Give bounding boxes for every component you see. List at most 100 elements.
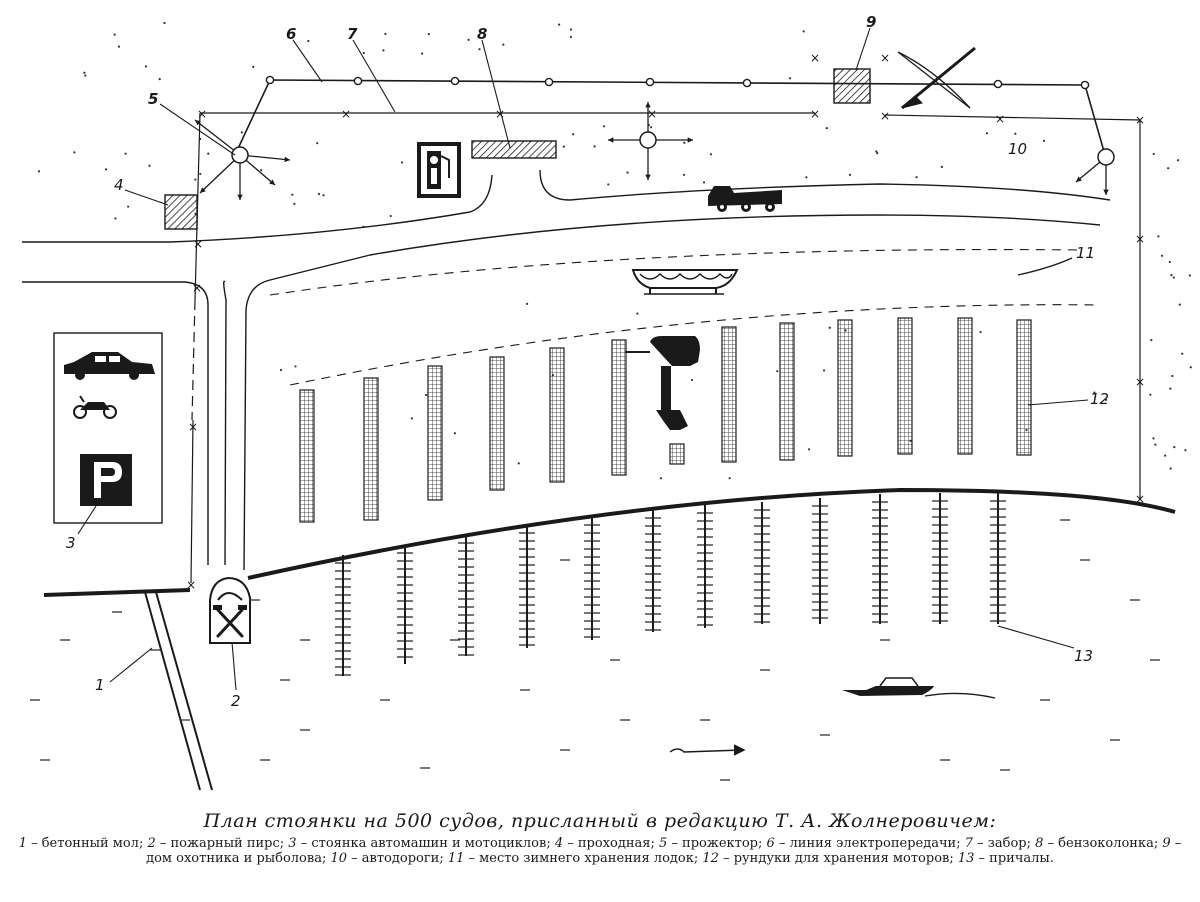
legend-text: прожектор [682,836,758,851]
stipple-dot [802,30,805,33]
power-line [234,79,1106,156]
stipple-dot [291,193,294,196]
stipple-dot [194,178,197,181]
stipple-dot [252,65,255,68]
floodlight-arrowhead [284,156,290,163]
car-icon [64,352,155,380]
stipple-dot [382,49,385,52]
power-line-poles [265,75,1090,90]
stipple-dot [1169,387,1172,390]
floodlight-lamp [231,146,249,164]
svg-text:×: × [1135,113,1145,127]
stipple-dot [421,52,424,55]
legend-entry: 2 – пожарный пирс; [147,836,289,851]
stipple-dot [478,48,481,51]
legend-text: пожарный пирс [170,836,280,851]
svg-text:×: × [810,107,820,121]
stipple-dot [322,194,325,197]
stipple-dot [1168,260,1171,264]
stipple-dot [649,126,653,129]
legend-text: бензоколонка [1058,836,1154,851]
fuel-pump-sign [417,142,461,198]
leader-lines [77,27,1089,691]
legend-entry: 12 – рундуки для хранения моторов; [702,851,958,866]
legend-entry: 13 – причалы. [957,851,1054,866]
stipple-dot [728,477,731,480]
floodlight-arrowhead [195,120,201,126]
gatehouse [164,194,198,230]
floodlight-lamp [639,131,657,149]
svg-text:×: × [197,107,207,121]
berth [754,502,770,624]
svg-text:×: × [1135,492,1145,506]
power-pole [353,76,363,86]
motor-locker [427,365,443,501]
motor-locker [669,443,685,465]
stipple-dot [607,183,610,186]
stipple-dot [593,145,596,148]
floodlight-arrowhead [608,137,614,143]
svg-text:×: × [1135,232,1145,246]
stipple-dot [73,151,76,154]
legend-text: место зимнего хранения лодок [479,851,694,866]
stipple-dot [113,33,116,36]
berth [397,545,413,664]
stipple-dot [569,28,573,31]
legend-text: проходная [577,836,651,851]
berth [458,535,474,656]
motor-lockers [299,317,1032,523]
stipple-dot [603,125,606,128]
floodlight-arrowhead [645,102,651,108]
motor-locker [957,317,973,455]
hunting-rifle-fishing-rod-icon [897,46,976,110]
svg-text:×: × [880,51,890,65]
svg-text:×: × [647,107,657,121]
legend-entry: 6 – линия электропередачи; [766,836,965,851]
legend-number: 10 [330,851,348,866]
berth [932,493,948,624]
berth [697,505,713,628]
stipple-dot [915,176,918,179]
stipple-dot [389,214,392,218]
marina-plan-diagram: ××× ××× ××× ××× ××× ×× [22,13,1192,791]
stipple-dot [293,202,296,205]
floodlight-ray [194,119,241,156]
legend-number: 9 [1162,836,1171,851]
caption-title: План стоянки на 500 судов, присланный в … [203,810,997,832]
motor-locker [721,326,737,463]
floodlight-arrowhead [645,174,651,180]
legend-text: бетонный мол [41,836,139,851]
power-pole [265,75,275,85]
stipple-dot [453,432,456,435]
legend-text: стоянка автомашин и мотоциклов [311,836,547,851]
stipple-dot [1167,167,1170,170]
callout-labels: 1 2 3 4 5 6 7 8 9 10 11 12 13 [66,13,1109,710]
stipple-dot [825,127,828,130]
label-13: 13 [1074,647,1093,665]
label-5: 5 [148,90,158,108]
stipple-dot [362,51,365,55]
berth [519,525,535,648]
stipple-dot [1157,235,1160,238]
ground-stipple [37,21,1192,480]
floodlight-arrowhead [269,179,275,185]
stipple-dot [148,164,151,167]
power-pole [544,77,554,87]
stipple-dot [848,173,852,176]
stipple-dot [1014,132,1017,135]
stipple-dot [1176,159,1180,162]
stipple-dot [83,71,86,74]
stipple-dot [517,462,520,465]
road-center-lines [269,249,1101,386]
legend-text: линия электропередачи [789,836,957,851]
legend-text: дом охотника и рыболова [146,851,322,866]
stipple-dot [788,77,792,80]
berth [584,517,600,640]
legend-number: 12 [702,851,719,866]
stipple-dot [240,131,243,134]
motor-locker [1016,319,1032,456]
stipple-dot [562,145,565,148]
label-2: 2 [231,692,241,710]
water-ripples [30,519,1160,781]
concrete-mole [144,591,213,791]
